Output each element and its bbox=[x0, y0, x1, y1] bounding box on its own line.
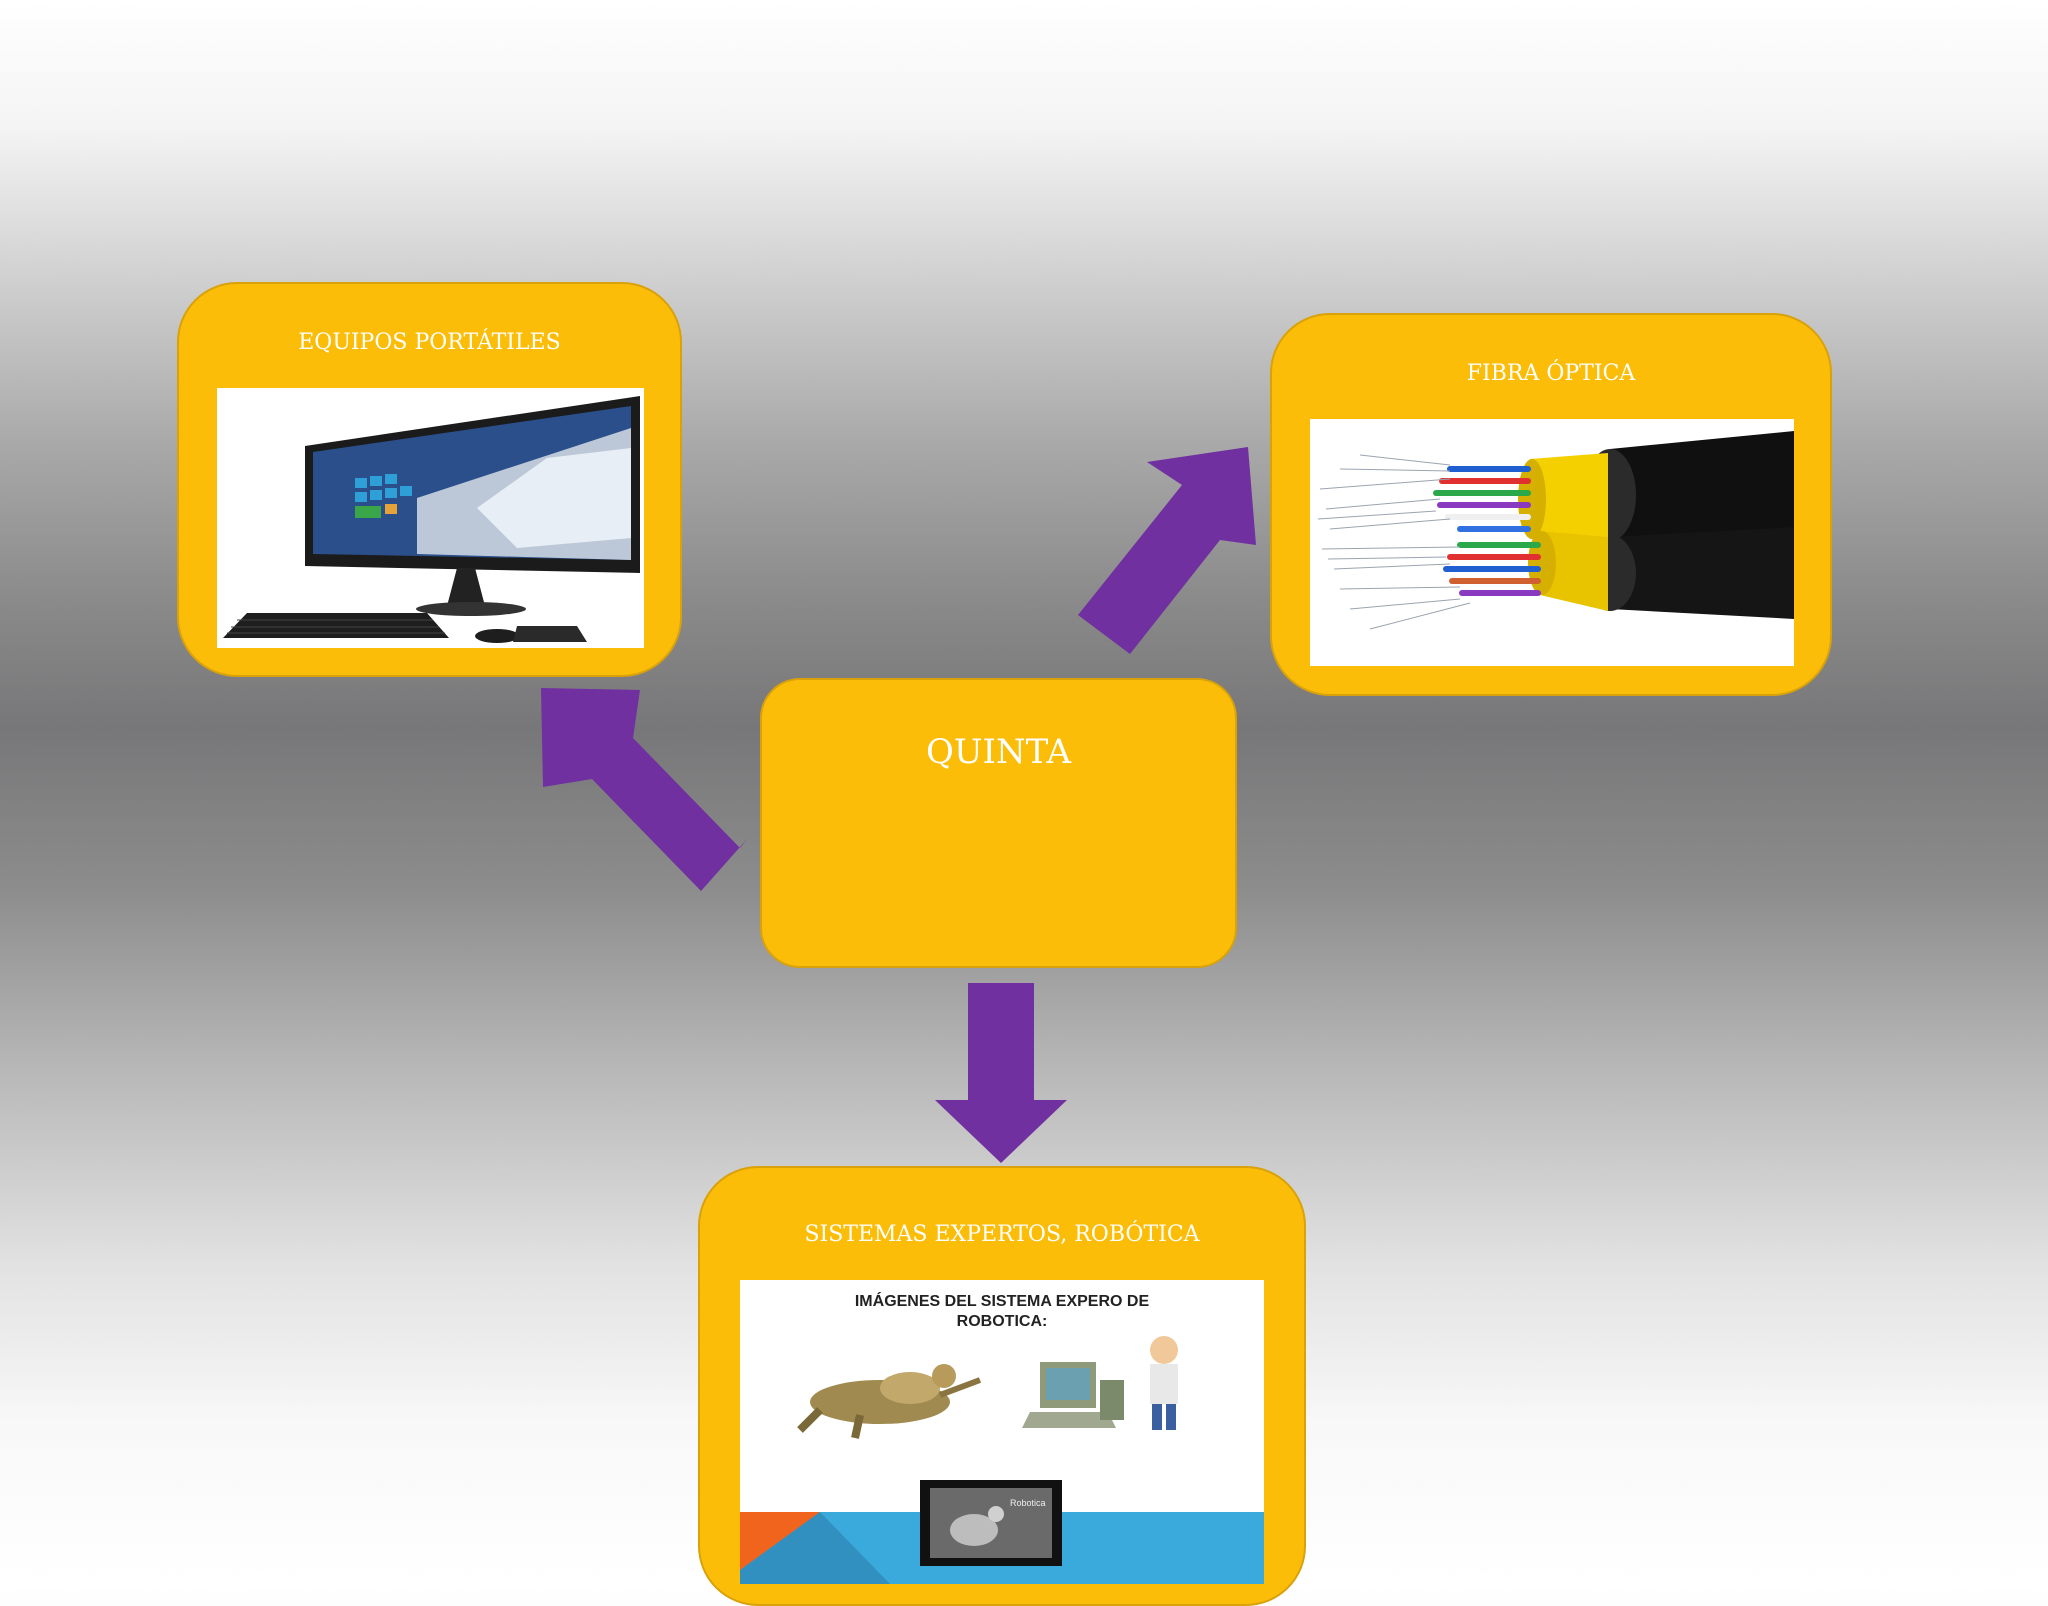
fiber-optic-cable-image bbox=[1310, 419, 1794, 666]
robotics-slide-heading-line1: IMÁGENES DEL SISTEMA EXPERO DE bbox=[854, 1293, 1150, 1310]
robotics-slide-image: IMÁGENES DEL SISTEMA EXPERO DE ROBOTICA: bbox=[740, 1280, 1264, 1584]
all-in-one-computer-image bbox=[217, 388, 644, 648]
arrow-to-portatiles bbox=[541, 688, 748, 891]
node-label-robotica: SISTEMAS EXPERTOS, ROBÓTICA bbox=[804, 1222, 1200, 1247]
expert-system-illustration bbox=[1022, 1336, 1178, 1430]
node-equipos-portatiles: EQUIPOS PORTÁTILES bbox=[177, 282, 682, 677]
robot-illustration bbox=[797, 1364, 982, 1439]
center-label: QUINTA bbox=[925, 732, 1072, 772]
robotics-slide-heading: IMÁGENES DEL SISTEMA EXPERO DE ROBOTICA: bbox=[740, 1292, 1264, 1332]
node-fibra-optica: FIBRA ÓPTICA bbox=[1270, 313, 1832, 696]
node-sistemas-expertos-robotica: SISTEMAS EXPERTOS, ROBÓTICA IMÁGENES DEL… bbox=[698, 1166, 1306, 1606]
node-label-fibra: FIBRA ÓPTICA bbox=[1466, 361, 1636, 386]
arrow-to-fibra bbox=[1078, 447, 1256, 654]
robotics-thumb-label: Robotica bbox=[1010, 1498, 1046, 1508]
node-label-portatiles: EQUIPOS PORTÁTILES bbox=[298, 330, 561, 355]
arrow-to-robotica bbox=[935, 983, 1067, 1163]
node-quinta: QUINTA bbox=[760, 678, 1237, 968]
robotics-slide-heading-line2: ROBOTICA: bbox=[956, 1313, 1048, 1330]
